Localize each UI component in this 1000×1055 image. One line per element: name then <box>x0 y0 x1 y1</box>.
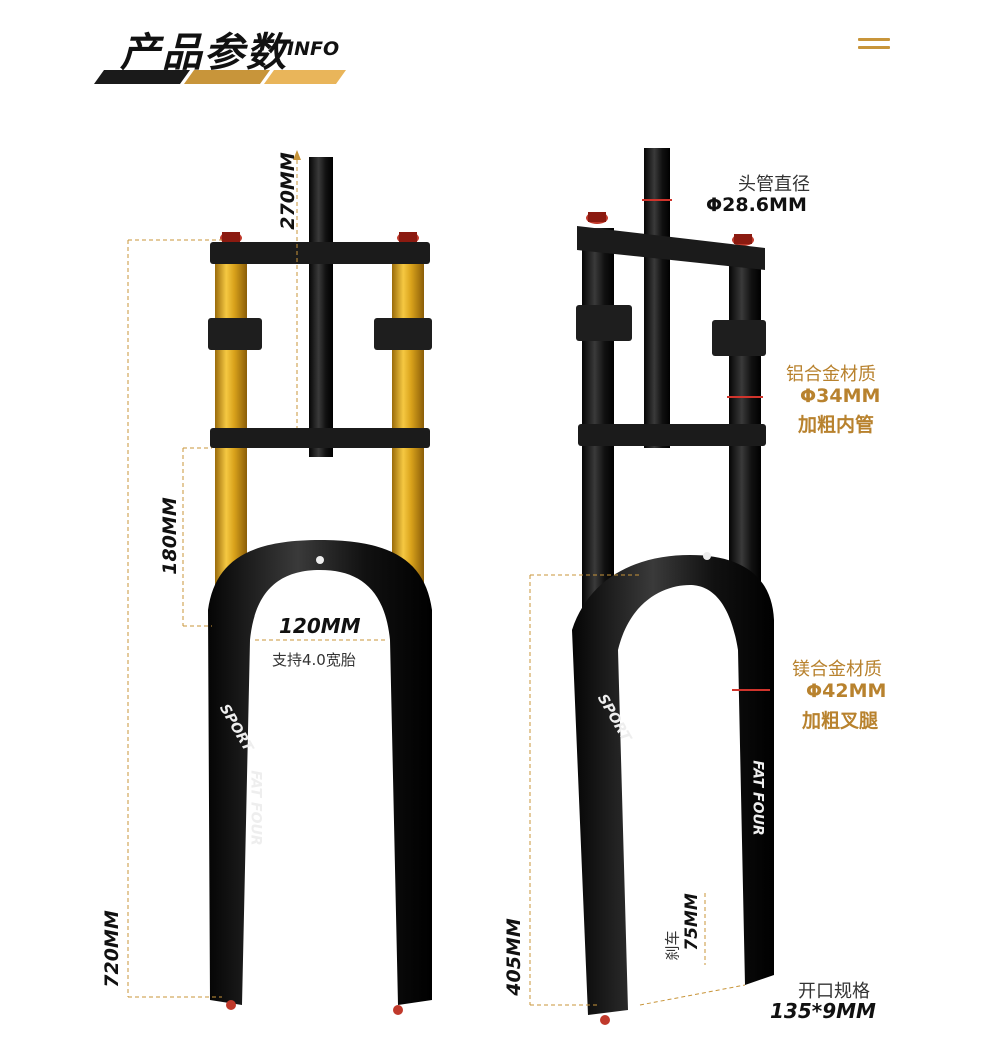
title-underline-stripe <box>94 70 346 84</box>
steerer-length-label: 270MM <box>277 152 299 230</box>
left-model-text: FAT FOUR <box>247 770 264 846</box>
right-dimension-lines <box>529 574 746 1006</box>
axle-value: 135*9MM <box>770 999 876 1023</box>
upper-tube-note: 加粗内管 <box>798 414 875 436</box>
diameter-markers <box>642 199 770 691</box>
brake-value: 75MM <box>682 893 702 951</box>
left-dimension-lines <box>127 160 388 998</box>
right-model-text: FAT FOUR <box>749 760 766 836</box>
axle-label: 开口规格 <box>798 981 870 1002</box>
total-length-label: 720MM <box>101 910 123 988</box>
travel-label: 180MM <box>159 497 181 575</box>
lower-leg-note: 加粗叉腿 <box>802 710 879 732</box>
head-tube-value: Φ28.6MM <box>706 194 807 216</box>
axle-to-crown-label: 405MM <box>503 918 525 996</box>
lower-leg-value: Φ42MM <box>806 680 887 702</box>
tire-width-label: 120MM <box>279 614 361 638</box>
left-fork <box>208 157 432 1015</box>
upper-tube-value: Φ34MM <box>800 385 881 407</box>
menu-icon[interactable] <box>858 38 890 52</box>
upper-tube-label: 铝合金材质 <box>786 364 876 385</box>
head-tube-label: 头管直径 <box>738 174 810 195</box>
tire-note-label: 支持4.0宽胎 <box>272 651 356 669</box>
page-title: 产品参数 <box>120 30 288 76</box>
right-fork <box>572 148 774 1025</box>
brake-label: 刹车 <box>663 930 682 961</box>
lower-leg-label: 镁合金材质 <box>792 659 882 680</box>
page-title-en: INFO <box>287 38 340 60</box>
